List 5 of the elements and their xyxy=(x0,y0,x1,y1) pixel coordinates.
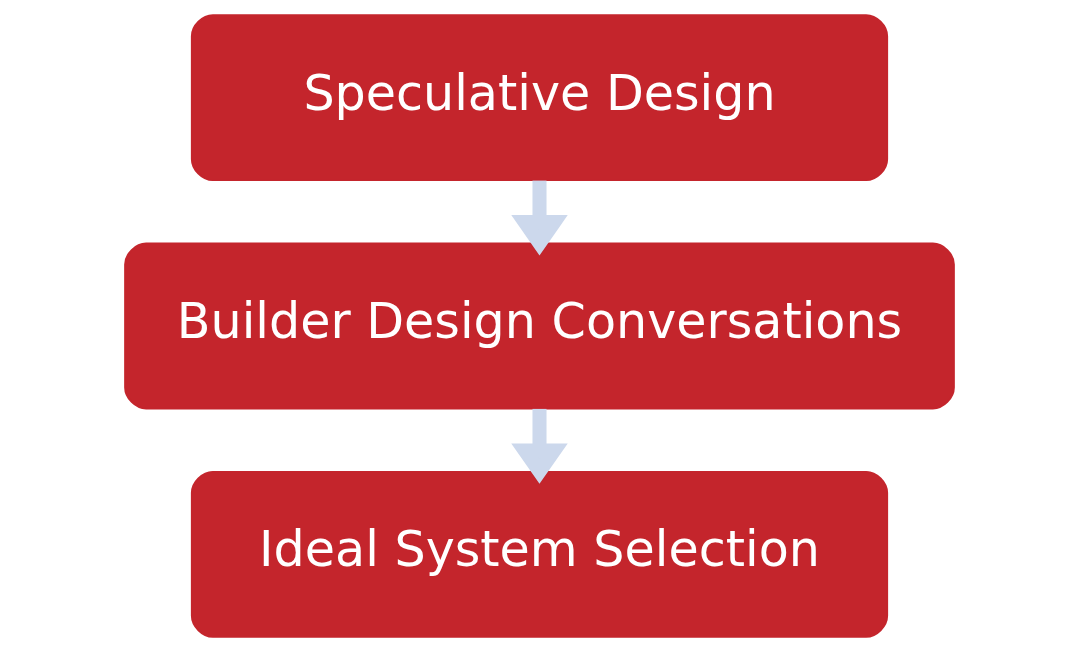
node-box: Ideal System Selection xyxy=(190,470,889,638)
node-box: Speculative Design xyxy=(190,14,889,182)
arrow xyxy=(511,180,568,256)
node-box: Builder Design Conversations xyxy=(124,242,955,410)
arrow xyxy=(511,408,568,484)
